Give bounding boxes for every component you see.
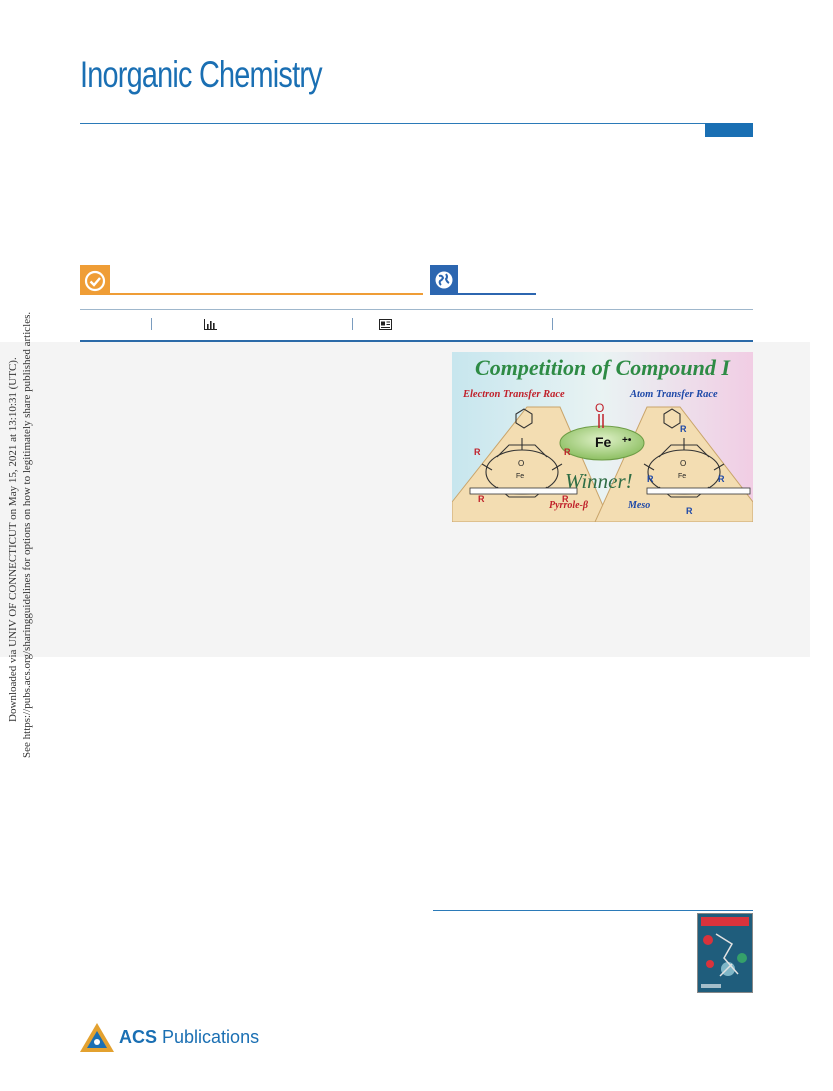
open-access-rule [458, 293, 536, 295]
toc-oxo: O [595, 401, 604, 415]
journal-title: Inorganic Chemistry [80, 54, 323, 95]
toc-radical-label: +• [622, 435, 632, 446]
toc-r-label: R [647, 474, 654, 484]
open-access-badge[interactable] [430, 265, 458, 295]
toc-electron-transfer-label: Electron Transfer Race [463, 389, 565, 400]
toc-r-label: R [564, 447, 571, 457]
toc-pyrrole-label: Pyrrole-β [549, 500, 588, 511]
toc-right-fe: Fe [678, 473, 686, 480]
toc-left-oxo: O [518, 459, 524, 468]
toc-atom-transfer-label: Atom Transfer Race [630, 389, 718, 400]
toc-winner-label: Winner! [565, 469, 633, 493]
toc-meso-label: Meso [628, 500, 651, 511]
cover-image [698, 914, 752, 992]
metrics-bar-top [80, 309, 753, 310]
toc-illustration: O O O Fe Fe R R R R R R R R [452, 352, 753, 522]
toc-r-label: R [474, 447, 481, 457]
article-icon[interactable] [379, 319, 392, 330]
acs-logo-icon [80, 1023, 114, 1052]
download-notice: Downloaded via UNIV OF CONNECTICUT on Ma… [7, 357, 19, 722]
toc-r-label: R [718, 474, 725, 484]
toc-iron-label: Fe [595, 434, 612, 450]
toc-title: Competition of Compound I [475, 355, 730, 380]
metrics-separator [151, 318, 152, 330]
editors-choice-badge[interactable] [80, 265, 110, 295]
metrics-bar-bottom [80, 340, 753, 342]
acs-publications-wordmark: ACS Publications [119, 1027, 260, 1047]
sharing-guidelines-notice: See https://pubs.acs.org/sharingguidelin… [21, 311, 33, 758]
cover-rule [433, 910, 753, 911]
toc-graphic: O O O Fe Fe R R R R R R R R Competition … [452, 352, 753, 522]
header-tab [705, 123, 753, 137]
metrics-separator [552, 318, 553, 330]
globe-icon [435, 271, 453, 289]
toc-r-label: R [686, 506, 693, 516]
toc-r-label: R [680, 424, 687, 434]
toc-left-fe: Fe [516, 473, 524, 480]
header-rule [80, 123, 753, 124]
toc-right-oxo: O [680, 459, 686, 468]
toc-r-label: R [562, 494, 569, 504]
toc-r-label: R [478, 494, 485, 504]
metrics-separator [352, 318, 353, 330]
journal-cover-thumbnail[interactable] [697, 913, 753, 993]
bar-chart-icon[interactable] [204, 319, 217, 330]
check-circle-icon [84, 270, 106, 292]
editors-choice-rule [110, 293, 423, 295]
